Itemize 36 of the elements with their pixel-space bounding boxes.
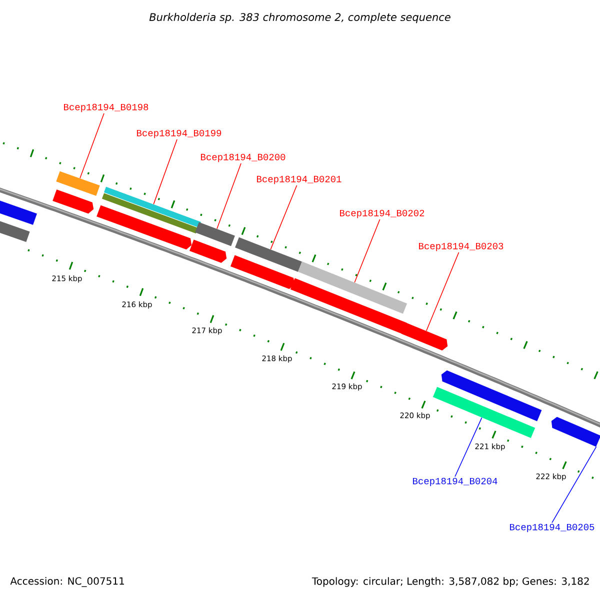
- coding-region-bar: [401, 322, 448, 350]
- coding-region-bar: [96, 205, 192, 250]
- gene-label: Bcep18194_B0205: [510, 524, 594, 532]
- coding-region-bar: [230, 255, 295, 290]
- leader-line: [80, 112, 104, 179]
- gene-bar: [0, 220, 30, 242]
- gene-label: Bcep18194_B0199: [137, 130, 222, 138]
- gene-label: Bcep18194_B0201: [257, 176, 342, 184]
- gene-label: Bcep18194_B0203: [419, 242, 504, 252]
- gene-bar: [56, 171, 100, 196]
- coding-region-bar: [551, 416, 600, 447]
- gene-bar: [104, 186, 202, 228]
- leader-line: [454, 417, 482, 478]
- leader-line: [270, 184, 298, 250]
- gene-bar: [195, 222, 235, 246]
- gene-label: Bcep18194_B0204: [413, 478, 498, 486]
- gene-bar: [102, 193, 198, 234]
- leader-line: [552, 446, 597, 524]
- leader-line: [216, 162, 242, 230]
- gene-bar: [0, 200, 37, 225]
- leader-line: [153, 138, 178, 205]
- footer-text: Topology: circular; Length: 3,587,082 bp; Genes: 3,182: [312, 577, 589, 587]
- gene-bar: [235, 237, 302, 272]
- coding-region-bar: [190, 240, 227, 263]
- leader-line: [426, 252, 460, 332]
- gene-label: Bcep18194_B0202: [340, 210, 424, 218]
- coding-region-bar: [290, 278, 408, 334]
- footer-text: Accession: NC_007511: [10, 577, 124, 587]
- gene-label: Bcep18194_B0198: [64, 104, 148, 112]
- leader-line: [354, 218, 380, 283]
- gene-label: Bcep18194_B0200: [201, 154, 286, 162]
- title: Burkholderia sp. 383 chromosome 2, complete sequence: [149, 12, 450, 24]
- gene-bar: [298, 262, 408, 314]
- gene-bar: [432, 386, 536, 438]
- coding-region-bar: [52, 190, 94, 214]
- coding-region-bar: [441, 370, 542, 422]
